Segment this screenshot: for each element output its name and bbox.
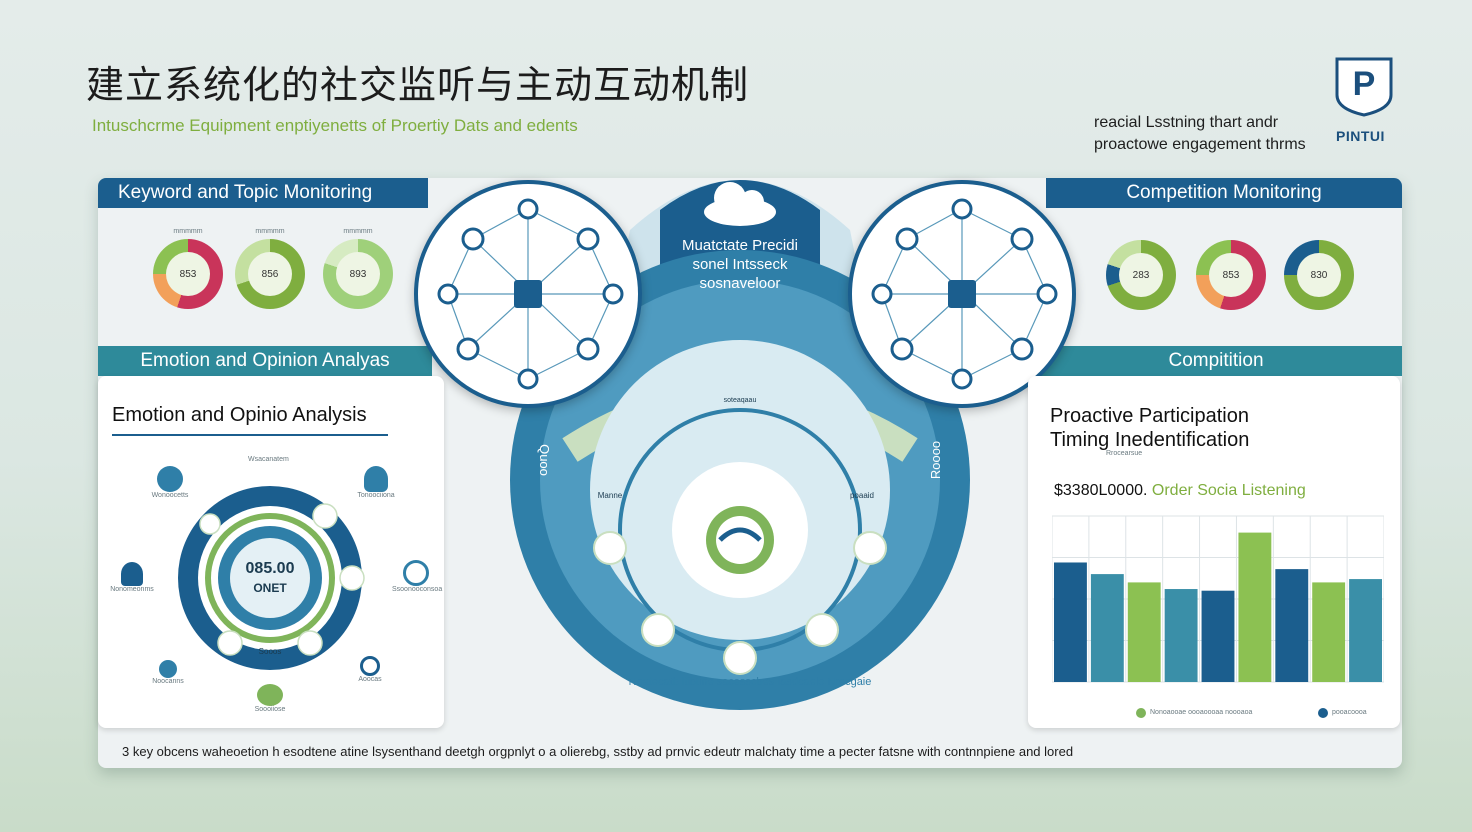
emotion-icon-5: Noocanns — [148, 660, 188, 685]
outer-label: Soooiiose — [254, 706, 286, 713]
competition-donut-1: 283 — [1106, 240, 1176, 310]
network-circle-left — [414, 180, 642, 408]
people-icon — [157, 466, 183, 492]
legend-dot-icon — [1136, 708, 1146, 718]
central-hub-graphic: soteaqaau Manne poaaid Quoo Roooo — [510, 180, 970, 710]
amount-value: $3380L0000. — [1054, 482, 1148, 499]
legend-right: pooacoooa — [1332, 709, 1367, 716]
tagline-line-1: reacial Lsstning thart andr — [1094, 114, 1279, 131]
headset-icon — [360, 656, 380, 676]
wheel-center-value: 085.00 — [246, 560, 295, 577]
keyword-donut-1: mmmmm 853 — [140, 228, 236, 309]
user-icon — [121, 562, 143, 586]
ring-bottom-text: Noatecatb ltibtine sacesscbes Iasdcaelo … — [628, 676, 872, 688]
chart-bar — [1312, 582, 1346, 682]
outer-label: Ssoonooconsoa — [392, 586, 443, 593]
competition-donut-3: 830 — [1284, 240, 1354, 310]
center-text: Muatctate Precidi sonel Intsseck sosnave… — [660, 236, 820, 293]
chart-bar — [1090, 574, 1124, 682]
ring-label-left: Manne — [598, 491, 623, 500]
chart-amount: $3380L0000. Order Socia Listening — [1054, 482, 1306, 500]
ring-label-top: soteaqaau — [724, 397, 757, 404]
chart-bar — [1275, 569, 1309, 682]
chart-bar — [1349, 579, 1382, 682]
proactive-title-line-2: Timing Inedentification — [1050, 429, 1250, 451]
footer-note: 3 key obcens waheoetion h esodtene atine… — [122, 744, 1074, 759]
network-graph-icon — [437, 198, 624, 390]
globe-icon — [403, 560, 429, 586]
donut-value: 853 — [166, 252, 210, 296]
competition-bar: Compitition — [1030, 346, 1402, 376]
center-line-3: sosnaveloor — [699, 275, 781, 292]
donut-caption: mmmmm — [343, 228, 373, 235]
amount-label: Order Socia Listening — [1151, 482, 1306, 499]
emotion-icon-7: Soooiiose — [250, 684, 290, 713]
donut-value: 893 — [336, 252, 380, 296]
wheel-top-caption: Wsacanatem — [248, 456, 289, 463]
tagline: reacial Lsstning thart andr proactowe en… — [1094, 112, 1334, 156]
person-icon — [364, 466, 388, 492]
chart-bar — [1127, 582, 1161, 682]
emotion-icon-1: Wonoocetts — [150, 466, 190, 499]
keyword-donut-3: mmmmm 893 — [310, 228, 406, 309]
keyword-monitoring-header: Keyword and Topic Monitoring — [98, 178, 428, 208]
chart-bar — [1054, 562, 1087, 682]
cloud-icon — [704, 182, 776, 226]
center-line-2: sonel Intsseck — [692, 256, 788, 273]
proactive-title: Proactive Participation Timing Inedentif… — [1050, 404, 1249, 452]
proactive-bar-chart — [1052, 506, 1384, 702]
ring-side-left: Quoo — [537, 444, 552, 476]
donut-caption: mmmmm — [255, 228, 285, 235]
outer-label: Tonoociiona — [357, 492, 395, 499]
center-line-1: Muatctate Precidi — [682, 237, 798, 254]
chart-bar — [1201, 590, 1235, 682]
emotion-wheel: 085.00 ONET Sooos — [178, 486, 365, 670]
ring-label-right: poaaid — [850, 491, 874, 500]
outer-label: Nonomeonms — [110, 586, 154, 593]
donut-value: 856 — [248, 252, 292, 296]
donut-value: 853 — [1209, 253, 1253, 297]
wheel-center-label: ONET — [253, 581, 287, 595]
outer-label: Wonoocetts — [151, 492, 189, 499]
emotion-icon-2: Tonoociiona — [356, 466, 396, 499]
handshake-icon — [257, 684, 283, 706]
donut-ring: 856 — [235, 239, 305, 309]
emotion-panel-title: Emotion and Opinio Analysis — [112, 404, 367, 426]
donut-ring: 893 — [323, 239, 393, 309]
emotion-icon-3: Nonomeonms — [104, 562, 160, 593]
outer-label: Aoocas — [358, 676, 382, 683]
outer-label: Noocanns — [152, 678, 184, 685]
emotion-icon-4: Ssoonooconsoa — [392, 560, 443, 593]
tagline-line-2: proactowe engagement thrms — [1094, 136, 1306, 153]
page-subtitle: Intuschcrme Equipment enptiyenetts of Pr… — [92, 116, 578, 135]
chart-bar — [1238, 532, 1272, 682]
donut-value: 283 — [1119, 253, 1163, 297]
keyword-donut-2: mmmmm 856 — [222, 228, 318, 309]
competition-donut-2: 853 — [1196, 240, 1266, 310]
legend-dot-icon — [1318, 708, 1328, 718]
competition-monitoring-header: Competition Monitoring — [1046, 178, 1402, 208]
proactive-caption: Rrocearsue — [1106, 450, 1143, 457]
network-graph-icon — [871, 198, 1058, 390]
emotion-icon-6: Aoocas — [350, 656, 390, 683]
legend-left: Nonoaooae oooaoooaa noooaoa — [1150, 709, 1253, 716]
title-underline — [112, 434, 388, 436]
donut-ring: 853 — [153, 239, 223, 309]
pintui-logo-icon: P — [1335, 57, 1393, 117]
ring-side-right: Roooo — [928, 441, 943, 479]
group-icon — [159, 660, 177, 678]
chart-bar — [1164, 589, 1198, 682]
donut-caption: mmmmm — [173, 228, 203, 235]
page-title: 建立系统化的社交监听与主动互动机制 — [86, 65, 750, 107]
wheel-bottom-caption: Sooos — [259, 647, 282, 656]
logo-text: PINTUI — [1336, 128, 1385, 144]
emotion-analysis-bar: Emotion and Opinion Analyas — [98, 346, 432, 376]
donut-value: 830 — [1297, 253, 1341, 297]
proactive-title-line-1: Proactive Participation — [1050, 405, 1249, 427]
network-circle-right — [848, 180, 1076, 408]
logo-letter: P — [1353, 65, 1376, 103]
